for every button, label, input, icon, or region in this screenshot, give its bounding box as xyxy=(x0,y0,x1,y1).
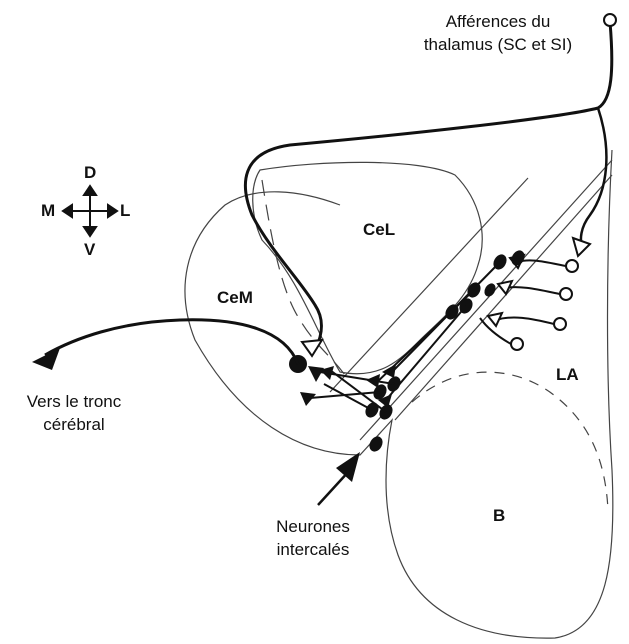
la-neurons xyxy=(480,260,578,350)
la-label: LA xyxy=(556,365,579,385)
brainstem-projection xyxy=(45,320,298,364)
thalamic-terminal-la xyxy=(573,238,590,256)
intercalated-pointer-head xyxy=(336,452,360,482)
b-label: B xyxy=(493,506,505,526)
thalamic-afferents-line2: thalamus (SC et SI) xyxy=(418,33,578,56)
thalamic-terminal-cem xyxy=(302,340,322,356)
thalamic-afferents-line1: Afférences du xyxy=(418,10,578,33)
thalamic-branch-to-la xyxy=(581,108,606,246)
intercalated-neurons xyxy=(363,248,527,454)
compass-dorsal: D xyxy=(84,163,96,183)
b-dashed-boundary xyxy=(412,372,608,510)
compass-ventral: V xyxy=(84,240,95,260)
brainstem-arrowhead xyxy=(32,348,60,370)
intercalated-band-line-2 xyxy=(360,160,612,440)
cel-label: CeL xyxy=(363,220,395,240)
brainstem-line2: cérébral xyxy=(4,413,144,436)
amygdala-outline xyxy=(185,150,613,638)
brainstem-line1: Vers le tronc xyxy=(4,390,144,413)
thalamic-afferents-label: Afférences du thalamus (SC et SI) xyxy=(418,10,578,56)
thalamic-afferent-fiber xyxy=(245,22,611,348)
brainstem-label: Vers le tronc cérébral xyxy=(4,390,144,436)
intercalated-line1: Neurones xyxy=(248,515,378,538)
cem-label: CeM xyxy=(217,288,253,308)
intercalated-neurons-label: Neurones intercalés xyxy=(248,515,378,561)
intercalated-band-line-3 xyxy=(395,175,612,420)
compass-lateral: L xyxy=(120,201,130,221)
compass-arrows xyxy=(63,186,117,236)
compass-medial: M xyxy=(41,201,55,221)
intercalated-line2: intercalés xyxy=(248,538,378,561)
thalamic-fiber-origin xyxy=(604,14,616,26)
